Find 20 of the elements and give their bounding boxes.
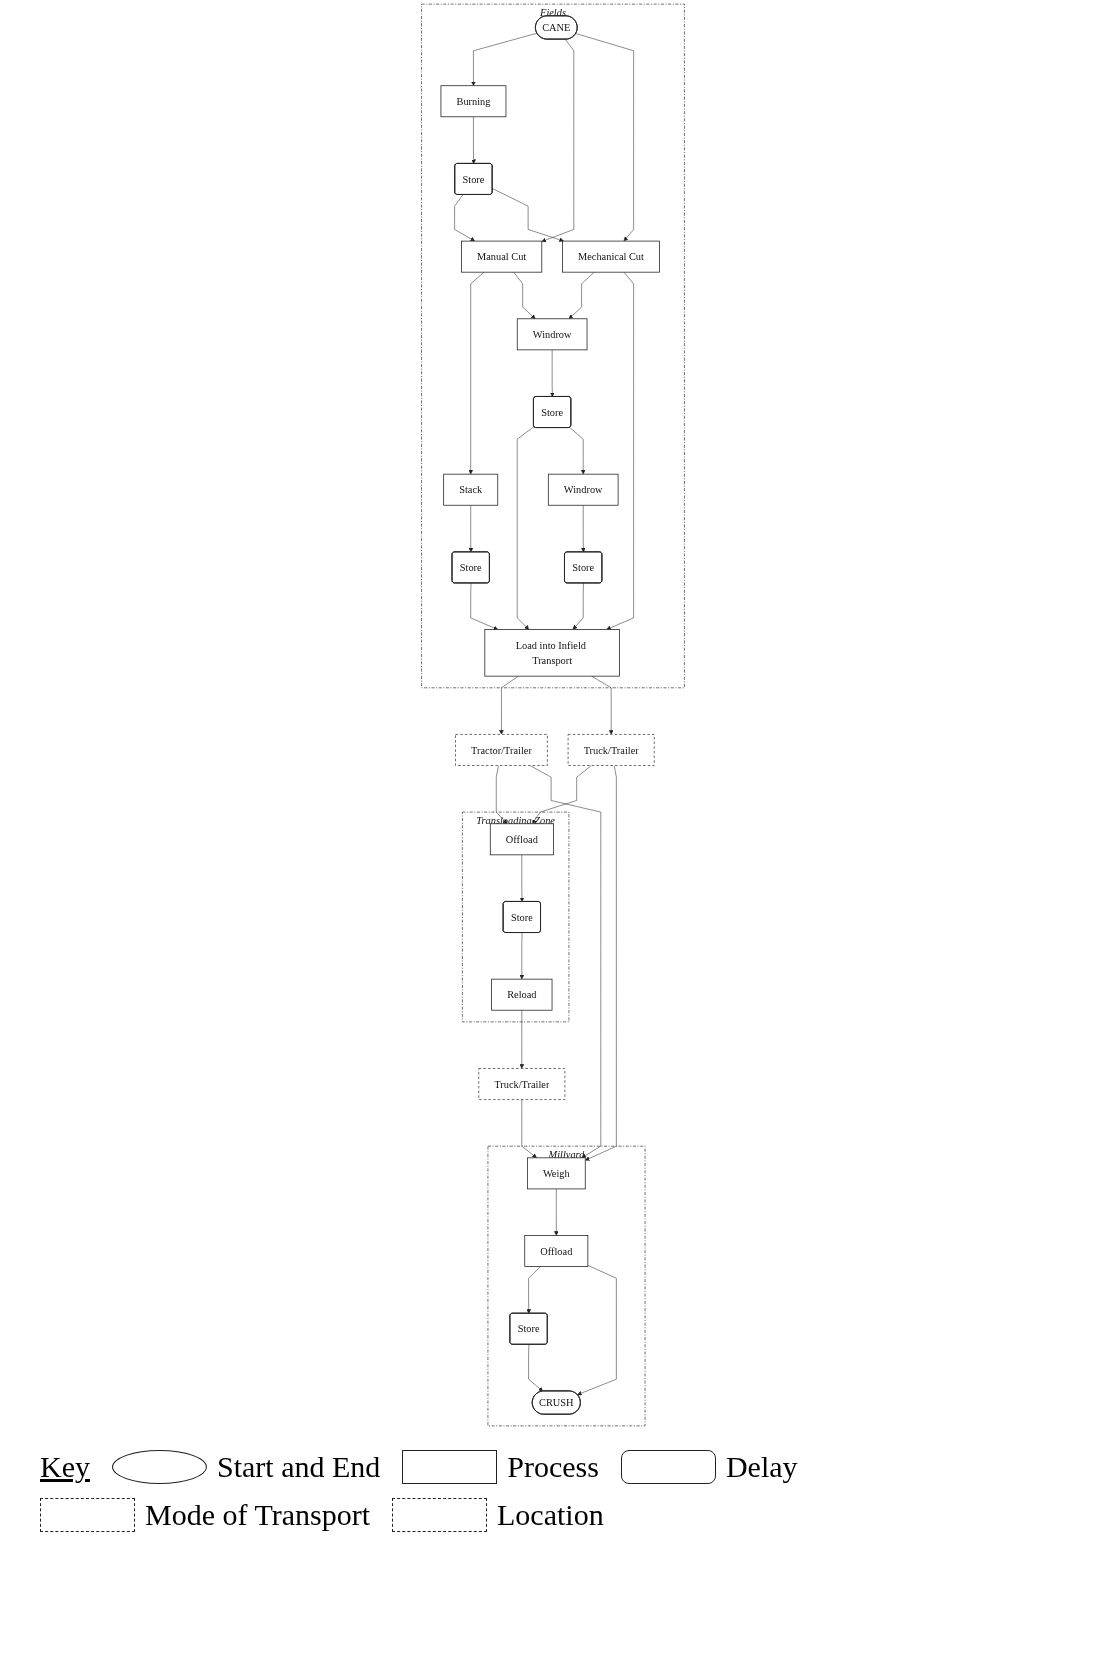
legend-label: Mode of Transport [145,1498,370,1532]
node-box: Stack [442,473,498,506]
node-box: Windrow [547,473,618,506]
node-box: Tractor/Trailer [454,734,548,766]
node-box: Manual Cut [460,240,542,273]
node-box: Offload [489,823,554,856]
node-box: Truck/Trailer [567,734,655,766]
node-box: Burning [440,85,506,118]
legend-label: Delay [725,1450,798,1484]
legend-label: Start and End [217,1450,381,1484]
node-box: Windrow [516,318,587,351]
legend-label: Location [497,1498,604,1532]
node-box: Mechanical Cut [561,240,660,273]
node-box: Weigh [526,1157,586,1190]
node-box: Load into Infield Transport [483,629,620,677]
node-box: Offload [523,1235,588,1267]
key-heading: Key [40,1450,90,1484]
legend-label: Process [507,1450,599,1484]
node-box: Reload [490,978,552,1011]
node-box: Truck/Trailer [477,1068,565,1100]
